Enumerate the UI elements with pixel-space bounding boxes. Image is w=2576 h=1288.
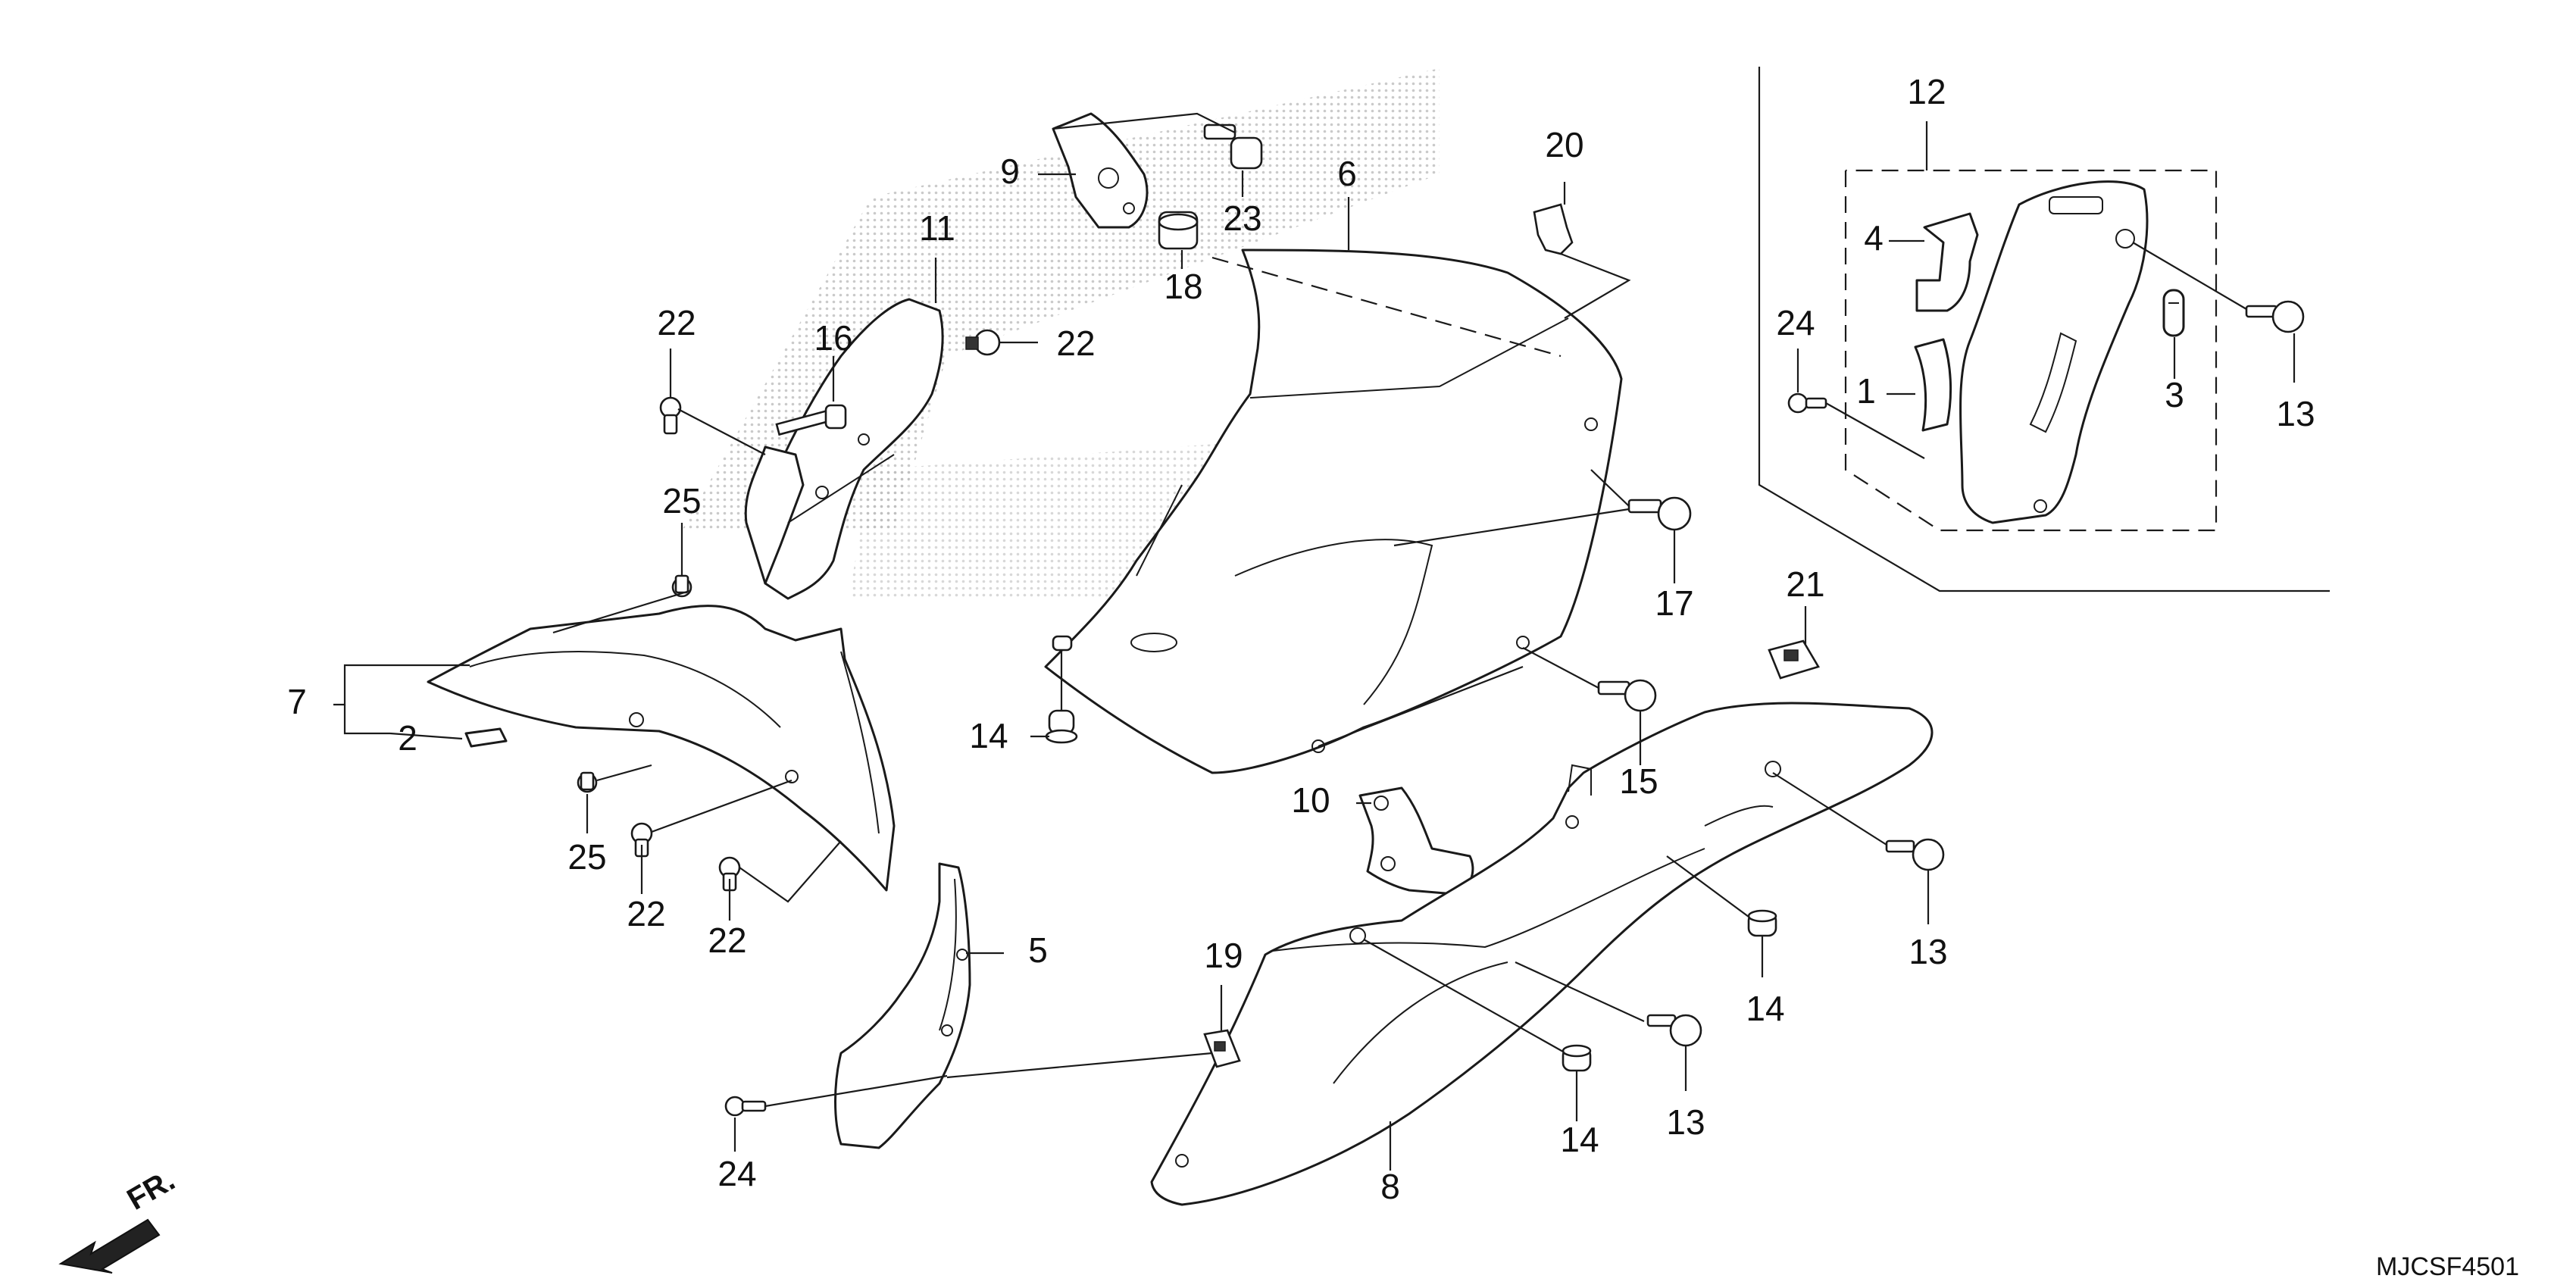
callout-14-left[interactable]: 14	[969, 716, 1008, 755]
callout-12[interactable]: 12	[1907, 72, 1946, 111]
bolt-17[interactable]	[1627, 496, 1692, 531]
grommet-14-right[interactable]	[1747, 909, 1777, 937]
callout-23[interactable]: 23	[1223, 199, 1261, 238]
callout-3[interactable]: 3	[2165, 375, 2184, 414]
diagram-code: MJCSF4501	[2376, 1252, 2519, 1281]
grommet-14-left[interactable]	[1045, 709, 1078, 744]
front-arrow: FR.	[58, 1163, 181, 1274]
side-cover-part-5[interactable]	[834, 862, 971, 1149]
grommet-14-lower[interactable]	[1562, 1044, 1592, 1072]
screw-25-lower[interactable]	[577, 771, 598, 793]
callout-20[interactable]: 20	[1545, 125, 1583, 164]
stay-part-10[interactable]	[1358, 786, 1474, 896]
callout-9[interactable]: 9	[1000, 152, 1020, 191]
callout-14-lower[interactable]: 14	[1560, 1120, 1599, 1159]
callout-5[interactable]: 5	[1028, 930, 1048, 970]
upper-cowl-part-6[interactable]	[1044, 249, 1623, 774]
clip-20[interactable]	[1533, 203, 1574, 255]
callout-25-lower[interactable]: 25	[567, 837, 606, 877]
callout-15[interactable]: 15	[1619, 761, 1658, 801]
callout-4[interactable]: 4	[1864, 218, 1884, 258]
screw-22-bracket[interactable]	[965, 329, 1001, 356]
callout-22-lower-b[interactable]: 22	[708, 921, 746, 960]
callout-6[interactable]: 6	[1337, 154, 1357, 193]
callout-21[interactable]: 21	[1786, 564, 1824, 604]
screw-24-left[interactable]	[724, 1096, 767, 1117]
bolt-13-inset[interactable]	[2245, 300, 2305, 333]
bolt-16[interactable]	[775, 404, 847, 436]
callout-22-top[interactable]: 22	[657, 303, 696, 342]
emblem-part-2[interactable]	[464, 727, 508, 748]
screw-22-top[interactable]	[659, 396, 682, 435]
callout-22-lower-a[interactable]: 22	[627, 894, 665, 933]
callout-19[interactable]: 19	[1204, 936, 1243, 975]
callout-17[interactable]: 17	[1655, 583, 1693, 623]
callout-1[interactable]: 1	[1856, 371, 1876, 411]
collar-18[interactable]	[1158, 211, 1199, 250]
inner-panel-part-7[interactable]	[427, 605, 896, 892]
callout-24-inset[interactable]: 24	[1776, 303, 1815, 342]
stay-part-9[interactable]	[1052, 112, 1149, 229]
inset-frame	[1758, 67, 2330, 592]
callout-10[interactable]: 10	[1291, 780, 1330, 820]
grommet-14-upper[interactable]	[1052, 635, 1073, 652]
callouts: 1 2 3 4 5 6 7 8 9 10 11 12 13 13 13 14 1…	[287, 72, 2315, 1206]
bracket-part-11[interactable]	[744, 298, 944, 600]
pad-part-4[interactable]	[1915, 212, 1979, 312]
callout-8[interactable]: 8	[1380, 1167, 1400, 1206]
callout-18[interactable]: 18	[1164, 267, 1202, 306]
callout-7[interactable]: 7	[287, 682, 307, 721]
callout-25-top[interactable]: 25	[662, 481, 701, 521]
callout-16[interactable]: 16	[814, 318, 852, 358]
callout-13-inset[interactable]: 13	[2276, 394, 2315, 433]
callout-11[interactable]: 11	[919, 208, 955, 248]
bolt-13-right[interactable]	[1885, 838, 1945, 871]
callout-22-bracket[interactable]: 22	[1056, 324, 1095, 363]
cover-part-12[interactable]	[1959, 180, 2149, 524]
leader-lines	[333, 112, 2296, 1171]
callout-13-lower[interactable]: 13	[1666, 1102, 1705, 1142]
pad-part-1[interactable]	[1914, 338, 1952, 432]
lower-cowl-part-8[interactable]	[1150, 702, 1934, 1206]
callout-14-right[interactable]: 14	[1746, 989, 1784, 1028]
bolt-15[interactable]	[1597, 679, 1657, 712]
front-label: FR.	[122, 1163, 181, 1216]
grommet-part-3[interactable]	[2162, 289, 2185, 337]
nut-21[interactable]	[1768, 639, 1820, 680]
callout-13-right[interactable]: 13	[1909, 932, 1947, 971]
callout-2[interactable]: 2	[398, 718, 417, 758]
bolt-13-lower[interactable]	[1646, 1014, 1702, 1047]
callout-24-left[interactable]: 24	[717, 1154, 756, 1193]
screw-24-inset[interactable]	[1787, 392, 1827, 414]
nut-19[interactable]	[1203, 1029, 1241, 1068]
